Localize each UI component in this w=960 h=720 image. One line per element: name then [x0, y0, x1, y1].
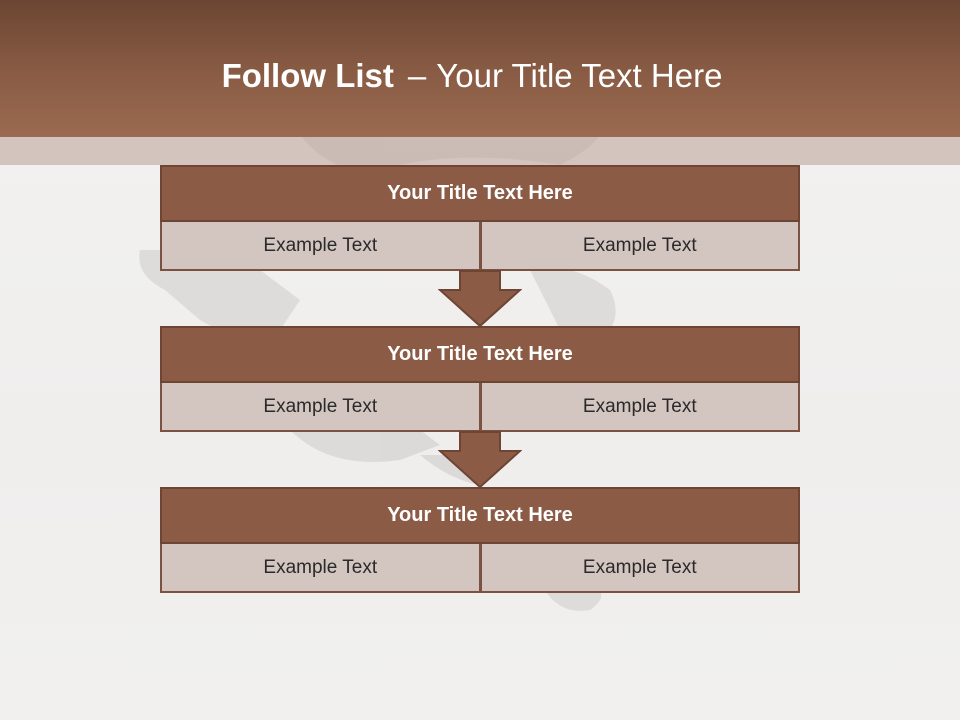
slide-title: Follow List–Your Title Text Here	[0, 56, 944, 96]
slide-title-separator: –	[407, 57, 427, 94]
slide-title-bold: Follow List	[221, 57, 394, 94]
step-block-row: Example Text Example Text	[160, 222, 800, 271]
step-block-cell-right[interactable]: Example Text	[480, 544, 800, 593]
step-block-2: Your Title Text Here Example Text Exampl…	[160, 326, 800, 432]
down-arrow-icon	[438, 431, 522, 489]
step-block-cell-right[interactable]: Example Text	[480, 222, 800, 271]
step-block-1: Your Title Text Here Example Text Exampl…	[160, 165, 800, 271]
down-arrow-icon	[438, 270, 522, 328]
step-block-title[interactable]: Your Title Text Here	[160, 165, 800, 222]
step-block-3: Your Title Text Here Example Text Exampl…	[160, 487, 800, 593]
header-band	[0, 0, 960, 137]
step-block-cell-right[interactable]: Example Text	[480, 383, 800, 432]
step-block-row: Example Text Example Text	[160, 544, 800, 593]
step-block-title[interactable]: Your Title Text Here	[160, 326, 800, 383]
step-block-row: Example Text Example Text	[160, 383, 800, 432]
step-block-title[interactable]: Your Title Text Here	[160, 487, 800, 544]
step-block-cell-left[interactable]: Example Text	[160, 222, 481, 271]
step-block-cell-left[interactable]: Example Text	[160, 544, 481, 593]
header-stripe	[0, 137, 960, 165]
slide-title-rest: Your Title Text Here	[436, 57, 723, 94]
step-block-cell-left[interactable]: Example Text	[160, 383, 481, 432]
